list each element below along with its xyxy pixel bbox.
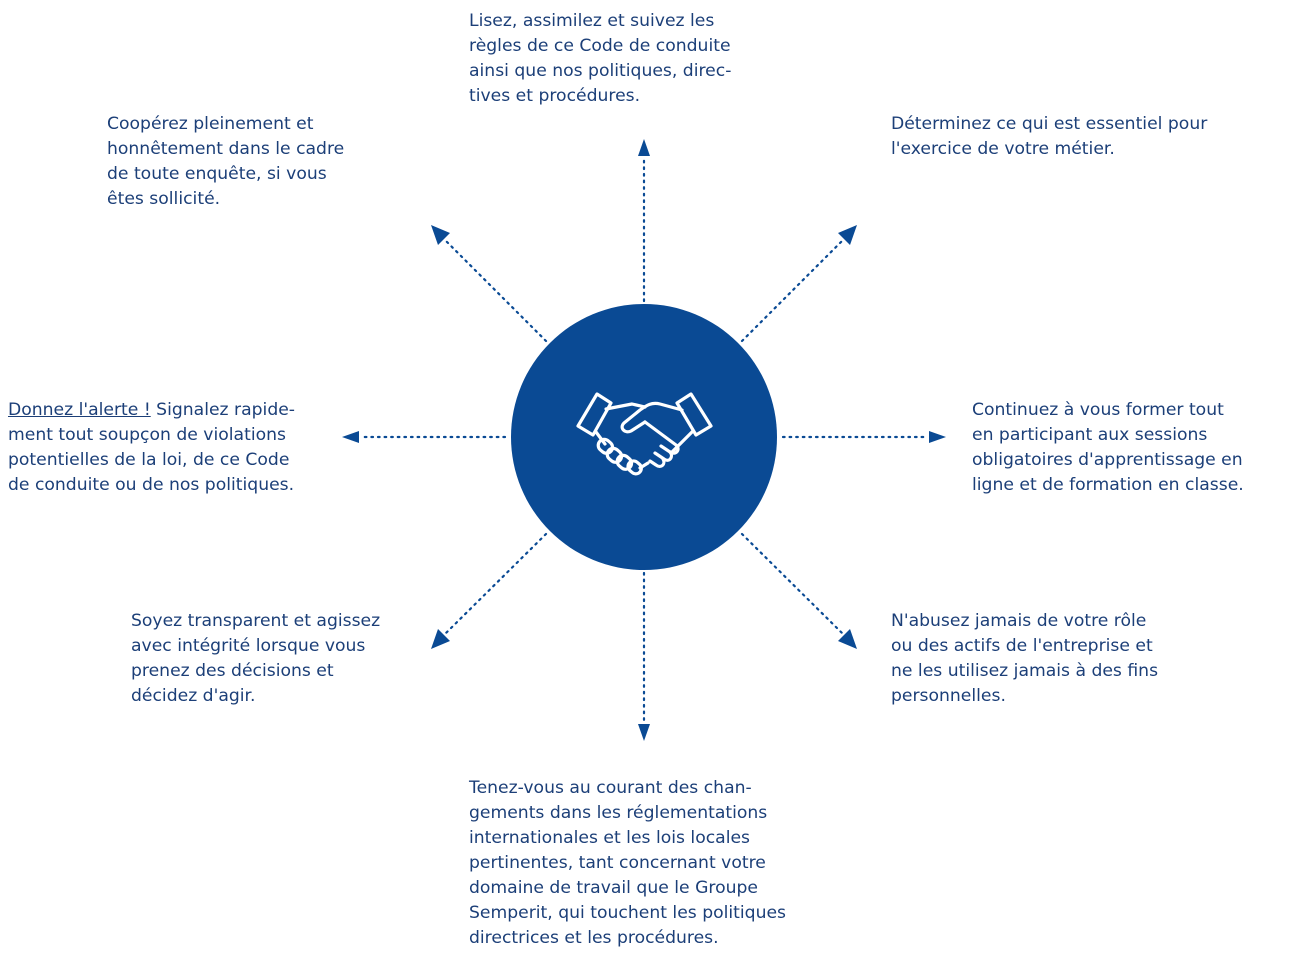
callout-keep-learning: Continuez à vous former tout en participa… [972,398,1290,498]
callout-line: ou des actifs de l'entreprise et [891,636,1153,656]
callout-line: avec intégrité lorsque vous [131,636,366,656]
callout-line: Soyez transparent et agissez [131,611,381,631]
callout-line: pertinentes, tant concernant votre [469,853,766,873]
callout-line: règles de ce Code de conduite [469,36,731,56]
callout-stay-informed: Tenez-vous au courant des chan-gements d… [469,776,839,951]
callout-line: personnelles. [891,686,1006,706]
callout-line: internationales et les lois locales [469,828,751,848]
callout-line: obligatoires d'apprentissage en [972,450,1243,470]
callout-line: gements dans les réglementations [469,803,768,823]
callout-line: Coopérez pleinement et [107,114,314,134]
callout-line: tives et procédures. [469,86,641,106]
callout-line: prenez des décisions et [131,661,334,681]
callout-cooperate: Coopérez pleinement et honnêtement dans l… [107,112,387,212]
callout-read-code: Lisez, assimilez et suivez les règles de … [469,9,789,109]
callout-line: honnêtement dans le cadre [107,139,345,159]
callout-line: Lisez, assimilez et suivez les [469,11,715,31]
arrowhead-right [929,431,946,443]
center-circle [511,304,777,570]
callout-no-abuse: N'abusez jamais de votre rôle ou des acti… [891,609,1191,709]
handshake-icon [576,392,713,476]
callout-speak-up: Donnez l'alerte ! Signalez rapide-ment t… [8,398,343,498]
arrowhead-bottom-left [431,629,450,649]
speak-up-rest: ment tout soupçon de violations potentiel… [8,425,294,495]
arrowhead-top [638,139,650,156]
callout-line: de conduite ou de nos politiques. [8,475,295,495]
arrowhead-top-right [838,225,857,245]
callout-line: Tenez-vous au courant des chan- [469,778,752,798]
arrowhead-left [342,431,359,443]
connector-bottom-right [740,532,845,636]
speak-up-first-line-rest: Signalez rapide- [150,400,296,420]
callout-line: directrices et les procédures. [469,928,719,948]
callout-line: de toute enquête, si vous [107,164,327,184]
callout-line: Semperit, qui touchent les politiques [469,903,787,923]
callout-line: N'abusez jamais de votre rôle [891,611,1147,631]
connector-bottom-left [443,532,548,636]
arrowhead-top-left [431,225,450,245]
callout-transparency: Soyez transparent et agissez avec intégri… [131,609,421,709]
callout-line: l'exercice de votre métier. [891,139,1115,159]
callout-line: potentielles de la loi, de ce Code [8,450,290,470]
callout-line: en participant aux sessions [972,425,1208,445]
callout-line: Déterminez ce qui est essentiel pour [891,114,1208,134]
speak-up-link[interactable]: Donnez l'alerte ! [8,400,151,420]
arrowhead-bottom-right [838,629,857,649]
callout-line: ainsi que nos politiques, direc- [469,61,732,81]
arrowhead-bottom [638,724,650,741]
connector-top-left [443,238,548,343]
callout-line: ne les utilisez jamais à des fins [891,661,1159,681]
callout-line: domaine de travail que le Groupe [469,878,758,898]
callout-determine-essentials: Déterminez ce qui est essentiel pour l'ex… [891,112,1281,162]
callout-line: ment tout soupçon de violations [8,425,286,445]
callout-line: êtes sollicité. [107,189,221,209]
callout-line: Continuez à vous former tout [972,400,1224,420]
connector-top-right [740,238,845,343]
callout-line: ligne et de formation en classe. [972,475,1244,495]
callout-line: décidez d'agir. [131,686,256,706]
